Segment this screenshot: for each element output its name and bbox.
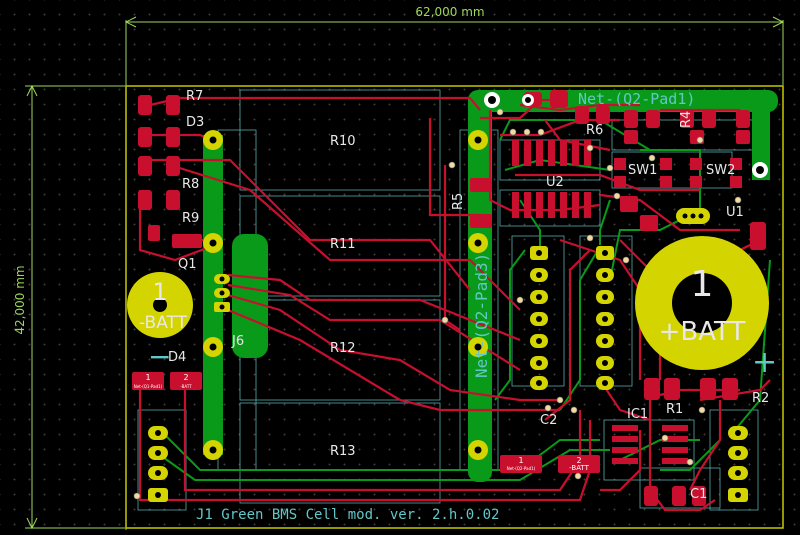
ref-d4: D4	[168, 350, 186, 365]
battery-neg-number: 1	[152, 278, 167, 306]
ref-r8: R8	[182, 177, 199, 192]
ref-r13: R13	[330, 444, 356, 459]
ref-r11: R11	[330, 237, 356, 252]
mounting-holes	[484, 92, 768, 178]
ref-j6: J6	[231, 334, 244, 349]
height-dimension: 42,000 mm	[13, 265, 27, 334]
width-dimension: 62,000 mm	[415, 5, 484, 19]
reference-designators: R7 D3 R8 R9 Q1 D4 J6 R10 R11 R12 R13 R1 …	[168, 89, 769, 502]
ref-ic1: IC1	[627, 407, 648, 422]
ref-r10: R10	[330, 134, 356, 149]
ref-r7: R7	[186, 89, 203, 104]
ref-q1: Q1	[178, 257, 197, 272]
ref-c1: C1	[690, 487, 707, 502]
battery-neg-pad	[127, 272, 193, 338]
connector-pads	[148, 426, 748, 502]
net-label-vertical: Net-(Q2-Pad3)	[472, 253, 491, 378]
ic-pins-ic1	[612, 425, 688, 464]
tht-pads	[203, 130, 488, 460]
battery-pos-pad	[635, 236, 769, 370]
ref-r12: R12	[330, 341, 356, 356]
ref-r5: R5	[451, 193, 466, 210]
pad-label-2-name: -BATT	[180, 384, 192, 389]
dip-pads	[530, 246, 614, 390]
battery-neg-label: -BATT	[139, 313, 188, 333]
ref-sw1: SW1	[628, 163, 657, 178]
vias	[133, 108, 742, 500]
board-footer-label: J1 Green BMS Cell mod. ver. 2.h.0.02	[196, 507, 499, 523]
front-traces	[138, 96, 771, 512]
ref-r1: R1	[666, 402, 683, 417]
ref-r9: R9	[182, 211, 199, 226]
pad-label-1-name: Net-(Q1-Pad1)	[134, 384, 163, 389]
ref-c2: C2	[540, 413, 557, 428]
q1-pads	[214, 274, 230, 312]
battery-pos-number: 1	[691, 264, 714, 305]
battery-pos-label: +BATT	[659, 317, 746, 347]
front-smd-pads	[132, 90, 766, 506]
plus-sign: +	[752, 345, 777, 380]
ref-r6: R6	[586, 123, 603, 138]
ref-r2: R2	[752, 391, 769, 406]
pad-label-2-num: 2	[183, 373, 188, 382]
pad-label-3-name: Net-(Q2-Pad1)	[507, 466, 536, 471]
pad-label-1-num: 1	[145, 373, 150, 382]
u1-pads	[676, 208, 710, 224]
ic-pins-u2	[512, 140, 591, 218]
ref-u2: U2	[546, 175, 564, 190]
pad-label-3-num: 1	[518, 456, 523, 465]
minus-sign: −	[148, 340, 171, 373]
pad-label-4-num: 2	[576, 456, 581, 465]
ref-u1: U1	[726, 205, 744, 220]
board-outline	[125, 85, 784, 529]
switch-pads	[614, 158, 742, 188]
ref-d3: D3	[186, 115, 204, 130]
pad-label-4-name: -BATT	[569, 464, 589, 472]
ref-sw2: SW2	[706, 163, 735, 178]
ref-r4: R4	[679, 111, 694, 128]
net-label-top: Net-(Q2-Pad1)	[578, 90, 695, 108]
